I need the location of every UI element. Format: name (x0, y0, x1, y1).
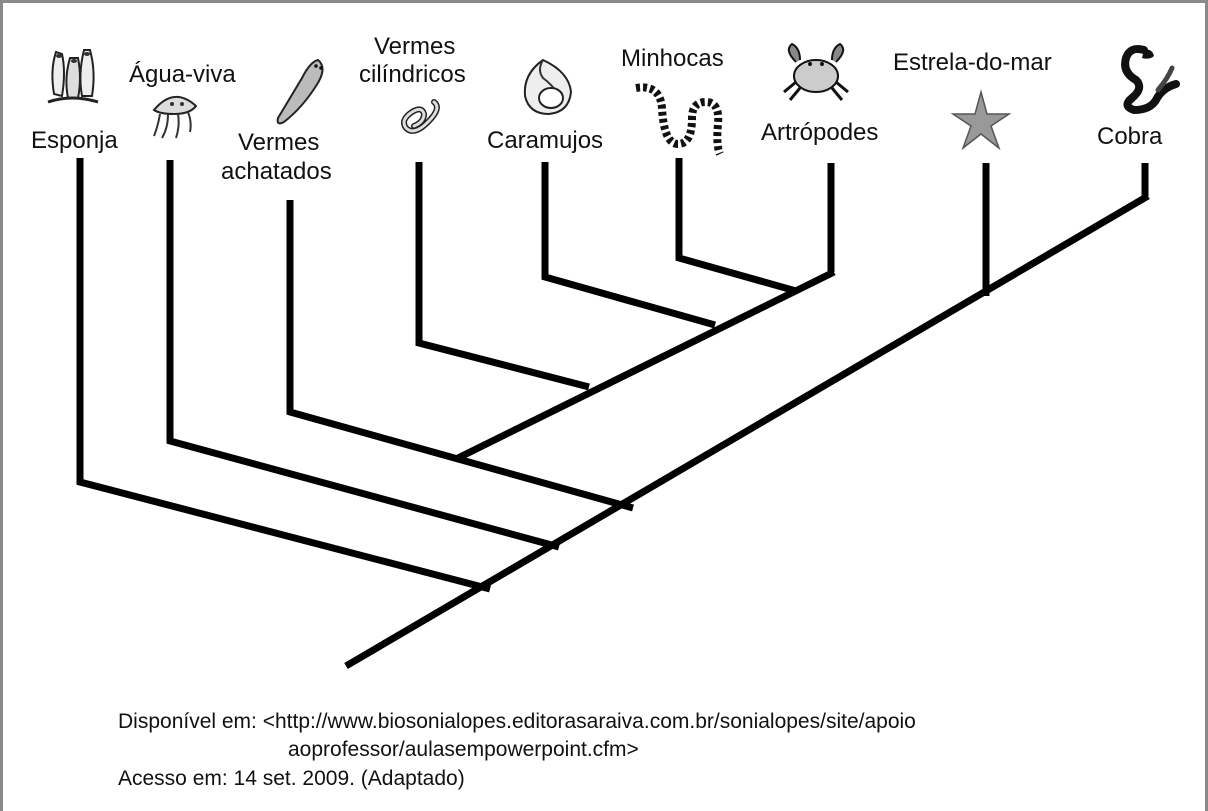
jellyfish-icon (152, 96, 198, 139)
branch-agua-viva (166, 160, 560, 551)
earthworm-icon (635, 83, 724, 156)
sponge-icon (47, 49, 99, 104)
branch-vermes-achatados (286, 200, 634, 512)
branch-caramujos (541, 162, 716, 329)
snail-icon (523, 58, 573, 116)
label-vermes-achatados-line1: Vermes (238, 129, 319, 156)
label-cobra: Cobra (1097, 123, 1163, 150)
label-vermes-achatados-line2: achatados (221, 158, 332, 185)
label-vermes-cilindricos-line1: Vermes (374, 33, 455, 60)
access-date: Acesso em: 14 set. 2009. (Adaptado) (118, 767, 465, 790)
trunk-main (344, 192, 1150, 670)
label-agua-viva: Água-viva (129, 61, 236, 88)
source-line-1: Disponível em: <http://www.biosonialopes… (118, 710, 916, 733)
label-caramujos: Caramujos (487, 127, 603, 154)
branch-minhocas (675, 158, 797, 295)
trunk-protostomes (454, 268, 836, 463)
roundworm-icon (401, 99, 440, 134)
flatworm-icon (276, 58, 324, 125)
label-vermes-cilindricos-line2: cilíndricos (359, 61, 466, 88)
source-line-2: aoprofessor/aulasempowerpoint.cfm> (288, 738, 639, 761)
crab-icon (783, 42, 849, 101)
label-artropodes: Artrópodes (761, 119, 878, 146)
branch-esponja (76, 158, 491, 593)
figure-frame-right-edge (1205, 0, 1208, 811)
cladogram-branches (76, 158, 1150, 670)
label-esponja: Esponja (31, 127, 118, 154)
branch-vermes-cilindricos (415, 162, 590, 391)
label-minhocas: Minhocas (621, 45, 724, 72)
starfish-icon (950, 89, 1012, 151)
label-estrela-do-mar: Estrela-do-mar (893, 49, 1052, 76)
snake-icon (1121, 45, 1180, 115)
